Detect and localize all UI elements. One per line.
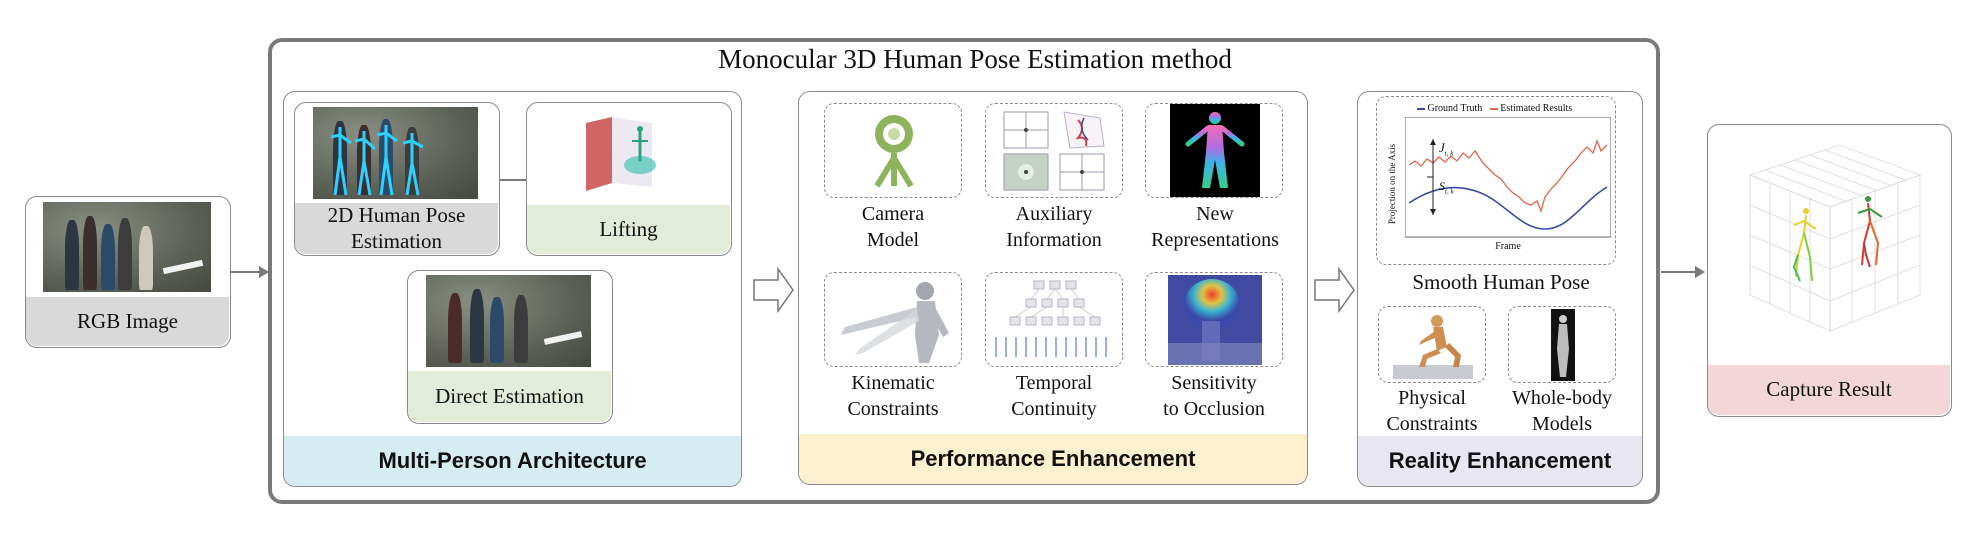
temporal-graph-icon <box>995 280 1107 357</box>
temporal-label: Temporal Continuity <box>1011 372 1097 421</box>
chart-xlabel: Frame <box>1495 241 1521 252</box>
whole-body-figure-icon <box>1557 315 1569 377</box>
physical-constraints-tile <box>1378 306 1486 383</box>
direct-estimation-label: Direct Estimation <box>408 371 611 422</box>
hollow-arrow-to-reality <box>1314 266 1355 314</box>
new-representations-label: New Representations <box>1151 203 1279 252</box>
occlusion-heatmap-icon <box>1168 275 1262 365</box>
arrow-method-to-output <box>1661 266 1705 278</box>
pose2d-label-line1: 2D Human Pose <box>327 203 466 228</box>
pose2d-card: 2D Human Pose Estimation <box>294 102 500 256</box>
direct-estimation-card: Direct Estimation <box>407 270 613 424</box>
estimated-line <box>1408 139 1608 214</box>
capture-result-card: Capture Result <box>1707 124 1952 417</box>
chart-legend: Ground Truth Estimated Results <box>1417 103 1607 114</box>
legend-est-swatch <box>1489 107 1498 110</box>
rgb-image-label: RGB Image <box>26 297 229 346</box>
kinematic-figure-icon <box>841 282 949 363</box>
camera-model-icon <box>874 115 914 188</box>
whole-body-label: Whole-body Models <box>1512 387 1612 436</box>
pose2d-label-line2: Estimation <box>351 228 442 253</box>
pose2d-photo <box>313 107 478 199</box>
lifting-card: Lifting <box>526 102 732 256</box>
legend-gt-text: Ground Truth <box>1427 103 1483 114</box>
auxiliary-info-tile <box>985 103 1123 198</box>
performance-banner: Performance Enhancement <box>799 434 1307 484</box>
arrow-input-to-method <box>231 266 269 278</box>
smooth-pose-chart-tile: Ground Truth Estimated Results Projectio… <box>1376 96 1616 265</box>
rgb-image-card: RGB Image <box>25 196 231 348</box>
chart-plot <box>1405 117 1611 238</box>
new-representations-tile <box>1145 103 1283 198</box>
camera-model-tile <box>824 103 962 198</box>
hollow-arrow-to-performance <box>753 266 794 314</box>
physical-figure-icon <box>1393 315 1473 379</box>
multi-person-banner: Multi-Person Architecture <box>284 436 741 486</box>
lifting-label: Lifting <box>527 205 730 254</box>
kinematic-tile <box>824 272 962 367</box>
auxiliary-info-label: Auxiliary Information <box>1006 203 1102 252</box>
lifting-3d-icon <box>586 117 656 191</box>
ground-truth-line <box>1408 186 1608 230</box>
rgb-image-photo <box>43 202 211 292</box>
physical-constraints-label: Physical Constraints <box>1386 387 1478 436</box>
capture-result-label: Capture Result <box>1708 365 1950 415</box>
reality-banner: Reality Enhancement <box>1358 436 1642 486</box>
pose2d-label: 2D Human Pose Estimation <box>295 203 498 254</box>
multi-person-panel: 2D Human Pose Estimation Lifting Direct … <box>283 91 742 487</box>
legend-gt-swatch <box>1417 107 1425 110</box>
auxiliary-info-icon <box>1003 111 1105 191</box>
reality-panel: Ground Truth Estimated Results Projectio… <box>1357 91 1643 487</box>
smooth-pose-label: Smooth Human Pose <box>1412 270 1590 294</box>
capture-3d-plot-icon <box>1748 144 1922 332</box>
annot-s: St, k <box>1439 179 1454 196</box>
skeleton-overlay-icon <box>330 125 424 196</box>
direct-estimation-photo <box>426 275 591 367</box>
camera-model-label: Camera Model <box>861 203 925 252</box>
whole-body-tile <box>1508 306 1616 383</box>
kinematic-label: Kinematic Constraints <box>847 372 939 421</box>
temporal-tile <box>985 272 1123 367</box>
chart-ylabel: Projection on the Axis <box>1387 143 1397 225</box>
occlusion-label: Sensitivity to Occlusion <box>1163 372 1265 421</box>
occlusion-tile <box>1145 272 1283 367</box>
legend-est-text: Estimated Results <box>1500 103 1573 114</box>
method-title: Monocular 3D Human Pose Estimation metho… <box>718 44 1232 74</box>
mesh-representation-icon <box>1185 112 1245 188</box>
annot-j: Jt, k <box>1439 140 1454 158</box>
performance-panel: Camera Model Auxiliary Information <box>798 91 1308 485</box>
